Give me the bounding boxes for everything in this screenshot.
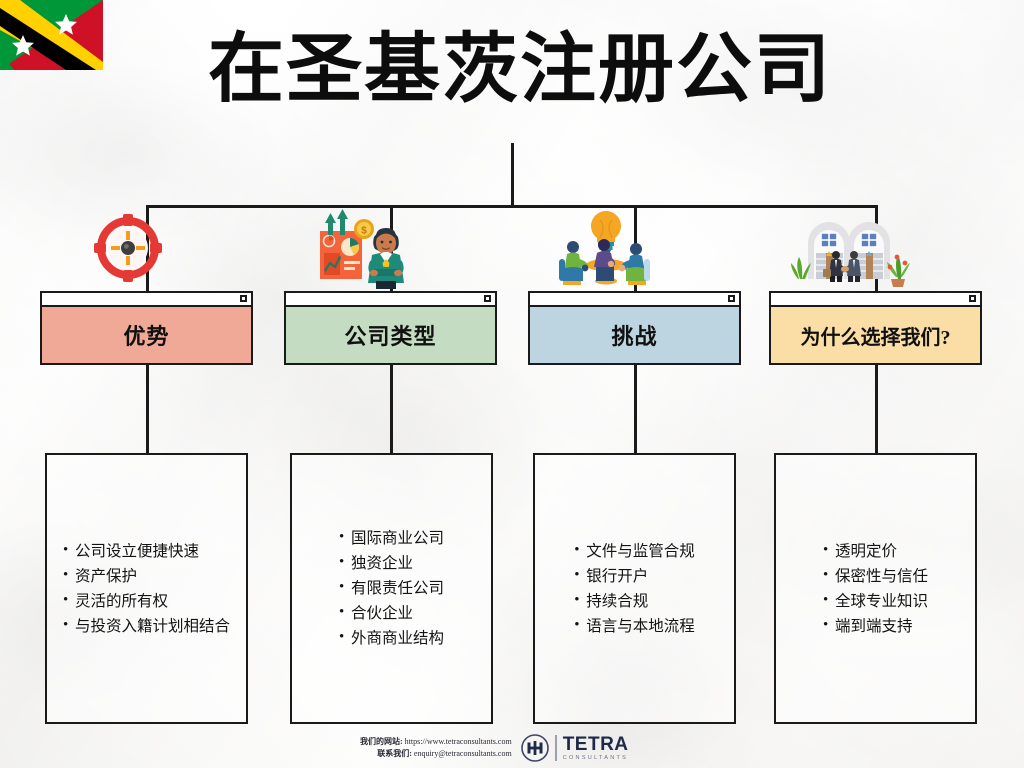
list-item: 独资企业 — [339, 550, 444, 576]
card-title-bar — [530, 293, 739, 307]
card-title-bar — [771, 293, 980, 307]
footer: 我们的网站: https://www.tetraconsultants.com … — [360, 730, 670, 766]
list-item: 全球专业知识 — [823, 588, 928, 614]
branch-card-challenges[interactable]: 挑战 — [528, 291, 741, 365]
logo-wordmark: TETRA CONSULTANTS — [554, 733, 629, 762]
list-item: 国际商业公司 — [339, 525, 444, 551]
list-item: 持续合规 — [574, 588, 695, 614]
card-window-button-icon[interactable] — [969, 295, 976, 302]
card-header-body: 为什么选择我们? — [771, 307, 980, 363]
branch-header-label: 为什么选择我们? — [800, 326, 951, 349]
branch-content-company-types: 国际商业公司 独资企业 有限责任公司 合伙企业 外商商业结构 — [290, 453, 493, 724]
team-meeting-lightbulb-icon — [546, 207, 666, 289]
branch-content-advantages: 公司设立便捷快速 资产保护 灵活的所有权 与投资入籍计划相结合 — [45, 453, 248, 724]
connector-horizontal-bus — [146, 205, 877, 208]
card-header-body: 公司类型 — [286, 307, 495, 363]
branch-card-why-choose-us[interactable]: 为什么选择我们? — [769, 291, 982, 365]
card-window-button-icon[interactable] — [484, 295, 491, 302]
list-item: 公司设立便捷快速 — [63, 538, 230, 564]
card-header-body: 优势 — [42, 307, 251, 363]
list-item: 外商商业结构 — [339, 625, 444, 651]
footer-contact-block: 我们的网站: https://www.tetraconsultants.com … — [360, 736, 512, 760]
connector-card-to-content-4 — [875, 364, 878, 455]
branch-content-challenges: 文件与监管合规 银行开户 持续合规 语言与本地流程 — [533, 453, 736, 724]
list-item: 端到端支持 — [823, 613, 928, 639]
list-item: 保密性与信任 — [823, 563, 928, 589]
page-title: 在圣基茨注册公司 — [208, 28, 832, 112]
list-item: 灵活的所有权 — [63, 588, 230, 614]
branch-content-why-choose-us: 透明定价 保密性与信任 全球专业知识 端到端支持 — [774, 453, 977, 724]
branch-header-label: 优势 — [123, 324, 170, 349]
footer-website-label: 我们的网站: — [360, 737, 403, 746]
card-header-body: 挑战 — [530, 307, 739, 363]
logo-tagline: CONSULTANTS — [562, 754, 629, 761]
list-item: 语言与本地流程 — [574, 613, 695, 639]
bullet-list: 国际商业公司 独资企业 有限责任公司 合伙企业 外商商业结构 — [339, 525, 444, 651]
footer-contact-line: 联系我们: enquiry@tetraconsultants.com — [360, 748, 512, 760]
list-item: 合伙企业 — [339, 600, 444, 626]
tetra-consultants-logo: TETRA CONSULTANTS — [520, 733, 629, 763]
target-crosshair-icon — [68, 207, 188, 289]
handshake-office-icon — [790, 207, 910, 289]
card-title-bar — [286, 293, 495, 307]
bullet-list: 透明定价 保密性与信任 全球专业知识 端到端支持 — [823, 538, 928, 639]
bullet-list: 文件与监管合规 银行开户 持续合规 语言与本地流程 — [574, 538, 695, 639]
saint-kitts-and-nevis-flag-icon — [0, 0, 103, 70]
footer-contact-value[interactable]: enquiry@tetraconsultants.com — [413, 749, 512, 758]
businessman-dashboard-icon: $ — [302, 207, 422, 289]
list-item: 与投资入籍计划相结合 — [63, 613, 230, 639]
list-item: 透明定价 — [823, 538, 928, 564]
list-item: 有限责任公司 — [339, 575, 444, 601]
footer-website-value[interactable]: https://www.tetraconsultants.com — [404, 737, 512, 746]
tetra-monogram-icon — [520, 734, 549, 762]
list-item: 银行开户 — [574, 563, 695, 589]
bullet-list: 公司设立便捷快速 资产保护 灵活的所有权 与投资入籍计划相结合 — [63, 538, 230, 639]
footer-contact-label: 联系我们: — [377, 749, 412, 758]
branch-header-label: 挑战 — [611, 324, 658, 349]
svg-text:$: $ — [361, 226, 367, 237]
card-window-button-icon[interactable] — [240, 295, 247, 302]
connector-card-to-content-2 — [390, 364, 393, 455]
branch-header-label: 公司类型 — [344, 324, 437, 349]
connector-trunk-vertical — [511, 143, 514, 207]
connector-card-to-content-3 — [634, 364, 637, 455]
logo-name: TETRA — [562, 733, 629, 755]
list-item: 文件与监管合规 — [574, 538, 695, 564]
branch-card-company-types[interactable]: 公司类型 — [284, 291, 497, 365]
connector-card-to-content-1 — [146, 364, 149, 455]
footer-website-line: 我们的网站: https://www.tetraconsultants.com — [360, 736, 512, 748]
card-title-bar — [42, 293, 251, 307]
list-item: 资产保护 — [63, 563, 230, 589]
card-window-button-icon[interactable] — [728, 295, 735, 302]
branch-card-advantages[interactable]: 优势 — [40, 291, 253, 365]
